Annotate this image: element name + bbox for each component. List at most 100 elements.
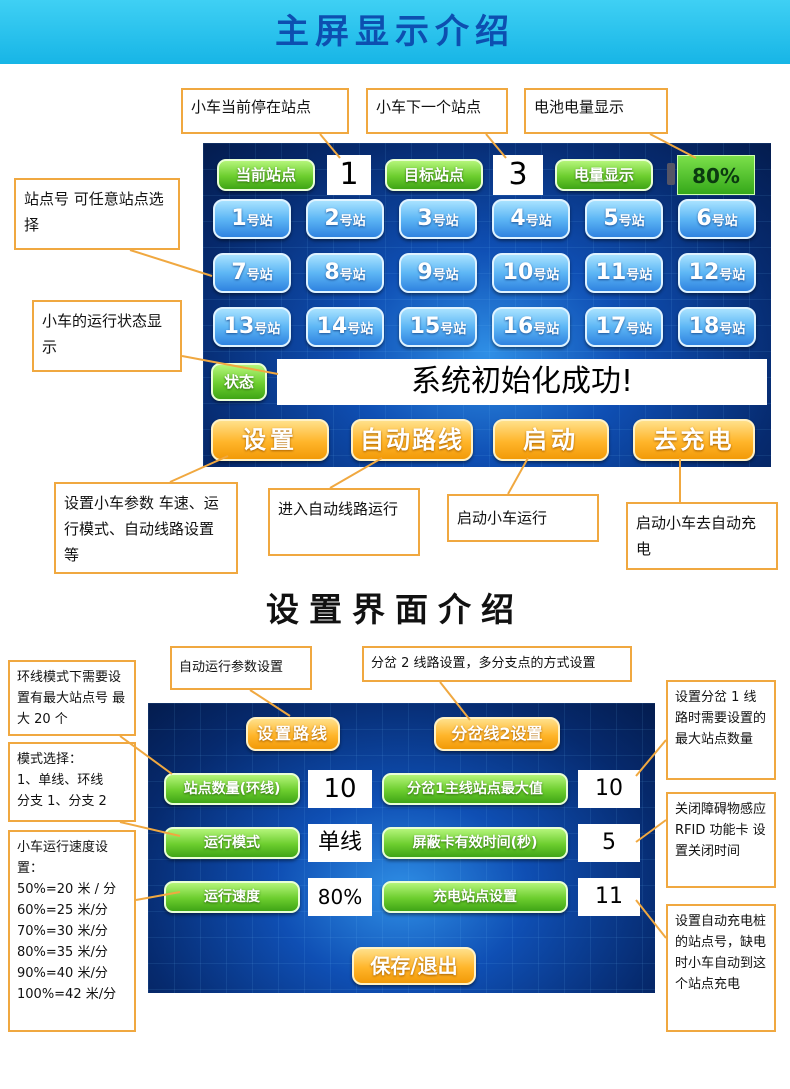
station-button[interactable]: 4号站 (492, 199, 570, 239)
callout-line: 小车运行速度设置： (17, 840, 109, 876)
callout-line: 70%=30 米/分 (17, 924, 108, 939)
status-label: 状态 (211, 363, 267, 401)
station-button[interactable]: 17号站 (585, 307, 663, 347)
station-button[interactable]: 6号站 (678, 199, 756, 239)
target-station-label: 目标站点 (385, 159, 483, 191)
station-suffix: 号站 (618, 214, 645, 229)
battery-label: 电量显示 (555, 159, 653, 191)
callout-mode-select: 模式选择： 1、单线、环线分支 1、分支 2 (8, 742, 136, 822)
station-button[interactable]: 18号站 (678, 307, 756, 347)
station-button[interactable]: 11号站 (585, 253, 663, 293)
station-number: 8 (324, 260, 340, 285)
station-suffix: 号站 (347, 322, 374, 337)
run-mode-button[interactable]: 运行模式 (164, 827, 300, 859)
station-button[interactable]: 3号站 (399, 199, 477, 239)
station-suffix: 号站 (339, 268, 366, 283)
station-number: 7 (231, 260, 247, 285)
callout-station-no: 站点号 可任意站点选择 (14, 178, 180, 250)
station-suffix: 号站 (246, 268, 273, 283)
mode-select-lines: 模式选择： 1、单线、环线分支 1、分支 2 (17, 749, 127, 812)
station-suffix: 号站 (525, 214, 552, 229)
station-suffix: 号站 (626, 268, 653, 283)
shield-time-button[interactable]: 屏蔽卡有效时间(秒) (382, 827, 568, 859)
callout-rfid: 关闭障碍物感应 RFID 功能卡 设置关闭时间 (666, 792, 776, 888)
run-mode-value[interactable]: 单线 (308, 824, 372, 862)
station-button[interactable]: 13号站 (213, 307, 291, 347)
station-button[interactable]: 10号站 (492, 253, 570, 293)
branch1-max-button[interactable]: 分岔1主线站点最大值 (382, 773, 568, 805)
start-button[interactable]: 启动 (493, 419, 609, 461)
station-button[interactable]: 12号站 (678, 253, 756, 293)
callout-charge-station: 设置自动充电桩的站点号，缺电时小车自动到这个站点充电 (666, 904, 776, 1032)
branch1-max-value[interactable]: 10 (578, 770, 640, 808)
status-display: 系统初始化成功! (277, 359, 767, 405)
battery-level: 80% (677, 155, 755, 195)
set-route-button[interactable]: 设置路线 (246, 717, 340, 751)
branch2-settings-button[interactable]: 分岔线2设置 (434, 717, 560, 751)
shield-time-value[interactable]: 5 (578, 824, 640, 862)
callout-start: 启动小车运行 (447, 494, 599, 542)
station-number: 15 (409, 314, 441, 339)
callout-line: 100%=42 米/分 (17, 987, 117, 1002)
station-button[interactable]: 2号站 (306, 199, 384, 239)
station-number: 12 (688, 260, 720, 285)
station-number: 10 (502, 260, 534, 285)
callout-battery: 电池电量显示 (524, 88, 668, 134)
current-station-value: 1 (327, 155, 371, 195)
station-suffix: 号站 (440, 322, 467, 337)
callout-charge: 启动小车去自动充电 (626, 502, 778, 570)
callout-branch1-max: 设置分岔 1 线路时需要设置的最大站点数量 (666, 680, 776, 780)
target-station-value: 3 (493, 155, 543, 195)
callout-run-status: 小车的运行状态显示 (32, 300, 182, 372)
station-suffix: 号站 (719, 268, 746, 283)
charge-station-value[interactable]: 11 (578, 878, 640, 916)
station-button[interactable]: 1号站 (213, 199, 291, 239)
callout-auto-route: 进入自动线路运行 (268, 488, 420, 556)
station-button[interactable]: 9号站 (399, 253, 477, 293)
station-button[interactable]: 5号站 (585, 199, 663, 239)
charge-station-button[interactable]: 充电站点设置 (382, 881, 568, 913)
station-suffix: 号站 (432, 268, 459, 283)
auto-route-button[interactable]: 自动路线 (351, 419, 473, 461)
station-button[interactable]: 15号站 (399, 307, 477, 347)
station-count-button[interactable]: 站点数量(环线) (164, 773, 300, 805)
station-number: 11 (595, 260, 627, 285)
callout-line: 1、单线、环线 (17, 773, 104, 788)
save-exit-button[interactable]: 保存/退出 (352, 947, 476, 985)
header-banner (0, 0, 790, 64)
station-number: 4 (510, 206, 526, 231)
callout-ring-mode: 环线模式下需要设置有最大站点号 最大 20 个 (8, 660, 136, 736)
settings-screen: 设置路线 分岔线2设置 站点数量(环线) 10 运行模式 单线 运行速度 80%… (148, 703, 655, 993)
station-number: 13 (223, 314, 255, 339)
station-number: 16 (502, 314, 534, 339)
current-station-label: 当前站点 (217, 159, 315, 191)
station-button[interactable]: 16号站 (492, 307, 570, 347)
station-number: 18 (688, 314, 720, 339)
station-suffix: 号站 (246, 214, 273, 229)
station-suffix: 号站 (432, 214, 459, 229)
callout-current-stop: 小车当前停在站点 (181, 88, 349, 134)
station-number: 3 (417, 206, 433, 231)
station-suffix: 号站 (626, 322, 653, 337)
run-speed-value[interactable]: 80% (308, 878, 372, 916)
station-count-value[interactable]: 10 (308, 770, 372, 808)
page-title: 主屏显示介绍 (275, 12, 515, 52)
callout-line: 分支 1、分支 2 (17, 794, 107, 809)
station-button[interactable]: 7号站 (213, 253, 291, 293)
settings-button[interactable]: 设置 (211, 419, 329, 461)
run-speed-button[interactable]: 运行速度 (164, 881, 300, 913)
charge-button[interactable]: 去充电 (633, 419, 755, 461)
station-suffix: 号站 (339, 214, 366, 229)
station-number: 6 (696, 206, 712, 231)
station-number: 17 (595, 314, 627, 339)
battery-icon (667, 163, 675, 185)
station-button[interactable]: 14号站 (306, 307, 384, 347)
station-button[interactable]: 8号站 (306, 253, 384, 293)
station-suffix: 号站 (711, 214, 738, 229)
callout-line: 90%=40 米/分 (17, 966, 108, 981)
callout-line: 模式选择： (17, 752, 83, 767)
callout-settings: 设置小车参数 车速、运行模式、自动线路设置等 (54, 482, 238, 574)
